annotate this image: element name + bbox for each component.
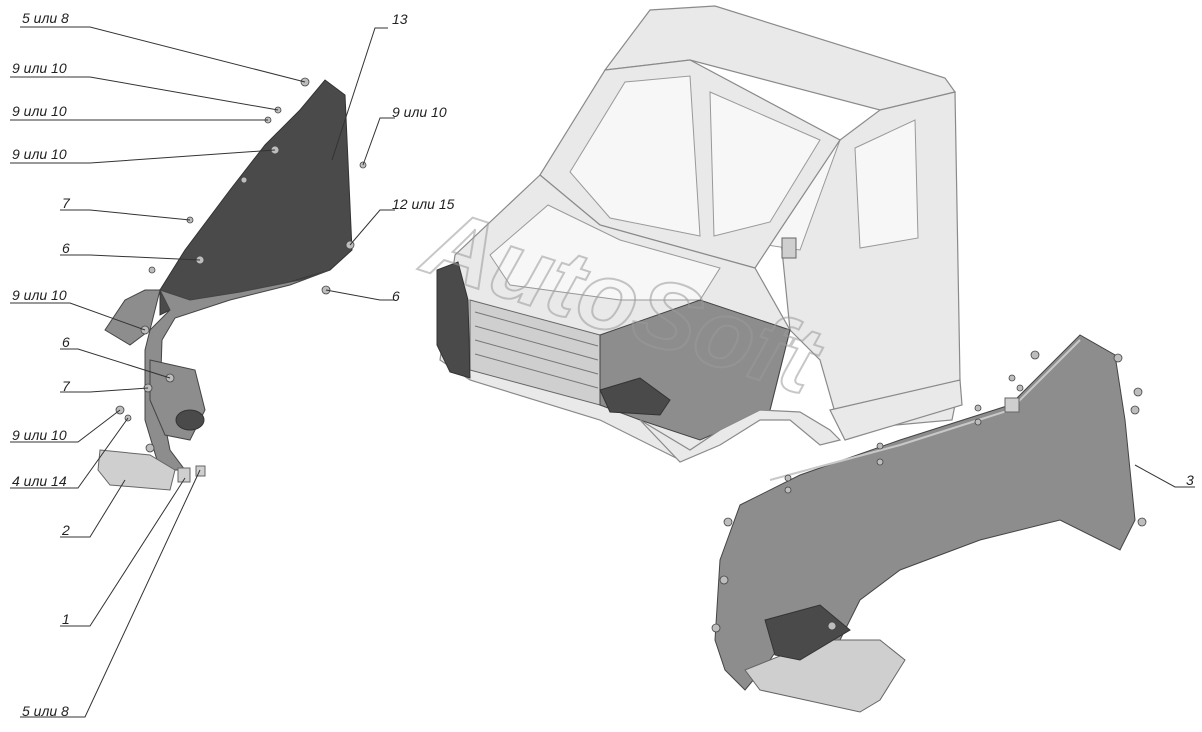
callout-6-a: 6 — [62, 240, 70, 256]
callout-2: 2 — [61, 522, 70, 538]
leader-lines — [10, 26, 1195, 718]
callout-5-or-8-top: 5 или 8 — [22, 10, 69, 26]
callout-5-or-8-bottom: 5 или 8 — [22, 703, 69, 719]
callout-9-or-10-e: 9 или 10 — [12, 287, 67, 303]
left-wheel-arch-liner — [97, 79, 353, 491]
callout-3: 3 — [1186, 472, 1194, 488]
callout-6-b: 6 — [392, 288, 400, 304]
callout-13: 13 — [392, 11, 408, 27]
callout-9-or-10-c: 9 или 10 — [12, 146, 67, 162]
callout-9-or-10-d: 9 или 10 — [392, 104, 447, 120]
cab-body — [436, 5, 963, 463]
callout-9-or-10-b: 9 или 10 — [12, 103, 67, 119]
callout-1: 1 — [62, 611, 70, 627]
callout-7-a: 7 — [62, 195, 71, 211]
callout-7-b: 7 — [62, 378, 71, 394]
right-fender — [714, 334, 1136, 713]
callout-4-or-14: 4 или 14 — [12, 473, 67, 489]
callout-labels: 5 или 8 9 или 10 9 или 10 9 или 10 13 9 … — [12, 10, 1194, 719]
callout-6-c: 6 — [62, 334, 70, 350]
callout-12-or-15: 12 или 15 — [392, 196, 455, 212]
callout-9-or-10-a: 9 или 10 — [12, 60, 67, 76]
callout-9-or-10-f: 9 или 10 — [12, 427, 67, 443]
